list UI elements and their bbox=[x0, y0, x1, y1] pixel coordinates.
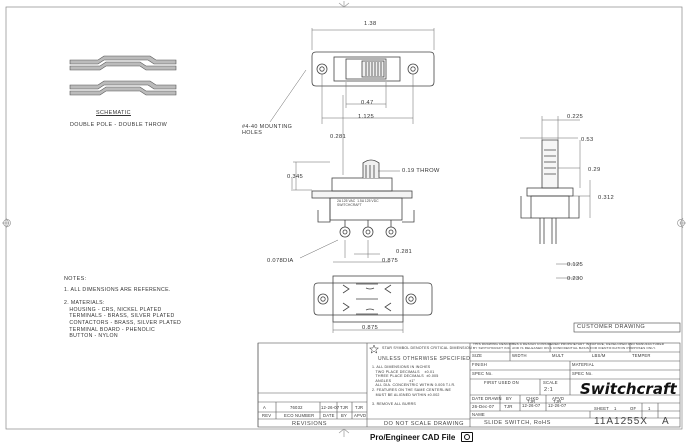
size-label: SIZE bbox=[472, 353, 483, 358]
rev-header-apvd: APVD bbox=[354, 413, 367, 418]
dim-pin-dia: 0.078DIA bbox=[267, 258, 294, 264]
dim-height-total: 0.345 bbox=[287, 174, 304, 180]
of-label: OF bbox=[630, 406, 637, 411]
name-label: NAME bbox=[472, 412, 485, 417]
critical-dimension-note: STAR SYMBOL DENOTES CRITICAL DIMENSION bbox=[382, 346, 472, 350]
dim-side-depth: 0.53 bbox=[581, 137, 594, 143]
dim-side-b1: 0.125 bbox=[567, 262, 584, 268]
sheet-number: 1 bbox=[614, 406, 617, 411]
dim-side-top: 0.225 bbox=[567, 114, 584, 120]
star-icon bbox=[368, 344, 380, 354]
rev-row-apvd: TJR bbox=[355, 405, 364, 410]
apvd-label: APVD bbox=[552, 396, 565, 401]
finish-label: FINISH bbox=[472, 362, 487, 367]
top-dimensions bbox=[269, 28, 435, 175]
disc-icon bbox=[461, 432, 474, 442]
schematic-subtitle: DOUBLE POLE - DOUBLE THROW bbox=[70, 122, 168, 128]
bottom-dimensions bbox=[332, 318, 404, 333]
dim-side-h1: 0.29 bbox=[588, 167, 601, 173]
checked-by: TJR 12-26-07 bbox=[522, 399, 541, 409]
material-spec-label: SPEC No. bbox=[572, 371, 593, 376]
rev-row-eco: 76032 bbox=[290, 405, 303, 410]
width-label: WIDTH bbox=[512, 353, 527, 358]
unless-specified: UNLESS OTHERWISE SPECIFIED bbox=[378, 356, 471, 362]
cad-file-link[interactable]: Pro/Engineer CAD File bbox=[370, 432, 474, 442]
lbs-label: LBS/M bbox=[592, 353, 606, 358]
switchcraft-logo: Switchcraft bbox=[580, 380, 677, 398]
rev-header-date: DATE bbox=[323, 413, 335, 418]
by-label: BY bbox=[506, 396, 512, 401]
approved-by: TJR 12-26-07 bbox=[548, 399, 567, 409]
rev-header-rev: REV bbox=[262, 413, 272, 418]
front-view bbox=[311, 159, 415, 238]
scale-value: 2:1 bbox=[544, 387, 554, 393]
drawn-by: TJR bbox=[504, 404, 513, 409]
dim-pin-pitch: 0.281 bbox=[396, 249, 413, 255]
top-view bbox=[311, 51, 435, 87]
dim-throw: 0.19 THROW bbox=[402, 168, 440, 174]
schematic-title: SCHEMATIC bbox=[96, 110, 131, 116]
revision-letter: A bbox=[662, 416, 670, 427]
dim-mount-span: 1.125 bbox=[358, 114, 375, 120]
sheet-total: 1 bbox=[648, 406, 651, 411]
rev-row-by: TJR bbox=[340, 405, 349, 410]
first-used-label: FIRST USED ON bbox=[484, 380, 519, 385]
dim-pin-to-body: 0.281 bbox=[330, 134, 347, 140]
notes-title: NOTES: bbox=[64, 276, 87, 282]
part-name: SLIDE SWITCH, RoHS bbox=[484, 420, 551, 426]
proprietary-notice: THIS DRAWING DESCRIBES A DESIGN CONSIDER… bbox=[473, 342, 665, 350]
title-block-frame bbox=[257, 342, 681, 428]
dim-side-b2: 0.230 bbox=[567, 276, 584, 282]
rev-row-date: 12-26-07 bbox=[321, 405, 340, 410]
mult-label: MULT bbox=[552, 353, 564, 358]
customer-drawing-label: CUSTOMER DRAWING bbox=[577, 324, 646, 330]
dim-top-overall: 1.38 bbox=[364, 21, 377, 27]
customer-drawing-box bbox=[573, 322, 681, 333]
date-drawn: 26-Dec-07 bbox=[472, 404, 495, 409]
revisions-label: REVISIONS bbox=[292, 421, 327, 427]
finish-spec-label: SPEC No. bbox=[472, 371, 493, 376]
temper-label: TEMPER bbox=[632, 353, 651, 358]
do-not-scale: DO NOT SCALE DRAWING bbox=[384, 421, 464, 427]
rev-row-rev: A bbox=[263, 405, 266, 410]
dim-hole-spacing: 0.47 bbox=[361, 100, 374, 106]
dim-side-h2: 0.312 bbox=[598, 195, 615, 201]
cad-file-label: Pro/Engineer CAD File bbox=[370, 432, 456, 442]
scale-label: SCALE bbox=[543, 380, 558, 385]
date-drawn-label: DATE DRAWN bbox=[472, 396, 502, 401]
chkd-label: CHKD bbox=[526, 396, 539, 401]
schematic-symbol bbox=[69, 55, 177, 96]
mounting-holes-note: #4-40 MOUNTING HOLES bbox=[242, 124, 293, 137]
part-number: 11A1255X bbox=[594, 416, 648, 427]
rev-header-by: BY bbox=[341, 413, 347, 418]
front-dimensions bbox=[291, 161, 400, 263]
dim-bottom-width: 0.875 bbox=[382, 258, 399, 264]
rev-header-eco: ECO NUMBER bbox=[284, 413, 315, 418]
tolerance-notes: 1. ALL DIMENSIONS IN INCHES TWO PLACE DE… bbox=[372, 365, 456, 406]
dim-bottom-width-2: 0.875 bbox=[362, 325, 379, 331]
bottom-view bbox=[313, 275, 433, 323]
body-marking: 2A 125 VAC 1.5A 125 VDC SWITCHCRAFT bbox=[337, 199, 379, 208]
sheet-label: SHEET bbox=[594, 406, 609, 411]
material-label: MATERIAL bbox=[572, 362, 595, 367]
notes-body: 1. ALL DIMENSIONS ARE REFERENCE. 2. MATE… bbox=[64, 287, 182, 340]
side-view bbox=[520, 139, 580, 244]
side-dimensions bbox=[520, 116, 591, 279]
